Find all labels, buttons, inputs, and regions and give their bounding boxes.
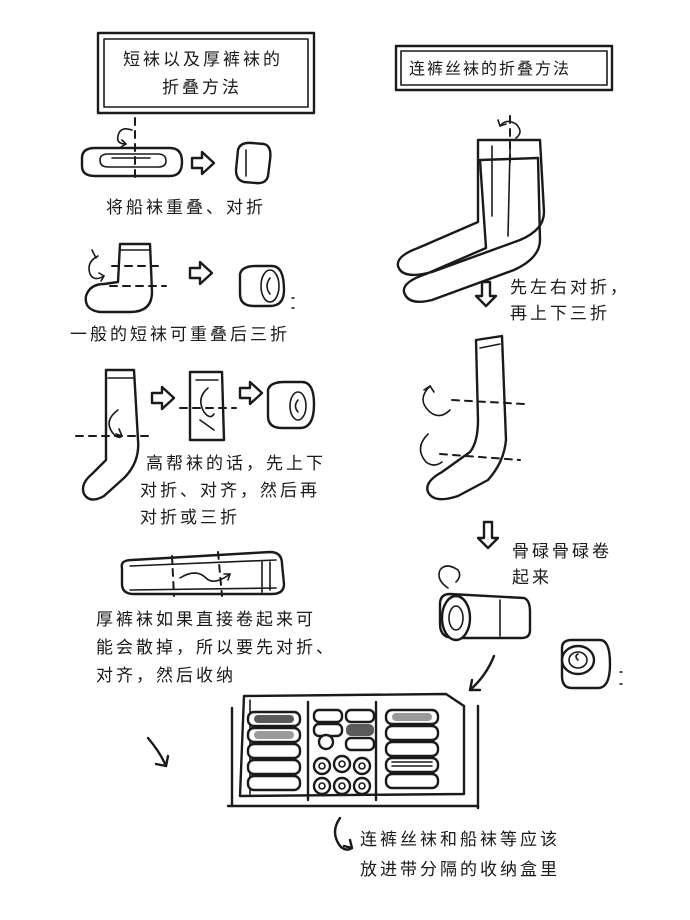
thick-tights-illustration bbox=[120, 550, 286, 597]
left-step4-line3: 对齐，然后收纳 bbox=[96, 666, 236, 686]
left-step3-line2: 对折、对齐，然后再 bbox=[140, 481, 320, 501]
caption-arrow bbox=[333, 816, 354, 851]
pantyhose-illustration bbox=[396, 115, 546, 308]
right-step2-line1: 骨碌骨碌卷 bbox=[512, 542, 612, 562]
left-step4-line2: 能会散掉，所以要先对折、 bbox=[96, 638, 336, 658]
storage-box bbox=[226, 692, 480, 810]
bottom-caption-line2: 放进带分隔的收纳盒里 bbox=[360, 860, 560, 880]
left-step4-line1: 厚裤袜如果直接卷起来可 bbox=[96, 610, 316, 630]
left-step1-text: 将船袜重叠、对折 bbox=[106, 198, 266, 218]
boat-sock-illustration bbox=[80, 117, 272, 185]
left-arrow bbox=[146, 736, 170, 768]
high-sock-illustration bbox=[75, 368, 316, 501]
left-title-line1: 短袜以及厚裤袜的 bbox=[123, 50, 283, 70]
left-step3-line1: 高帮袜的话，先上下 bbox=[146, 454, 326, 474]
right-title-box bbox=[394, 44, 614, 92]
left-step2-text: 一般的短袜可重叠后三折 bbox=[70, 325, 290, 345]
left-title-line2: 折叠方法 bbox=[162, 78, 242, 98]
right-title: 连裤丝袜的折叠方法 bbox=[409, 59, 572, 78]
right-step2-line2: 起来 bbox=[512, 568, 552, 588]
folded-leg-illustration bbox=[419, 334, 525, 550]
rolling-illustration bbox=[438, 565, 623, 692]
left-step3-line3: 对折或三折 bbox=[140, 508, 240, 528]
right-step1-line2: 再上下三折 bbox=[510, 304, 610, 324]
left-title-box bbox=[96, 31, 316, 115]
bottom-caption-line1: 连裤丝袜和船袜等应该 bbox=[360, 830, 560, 850]
short-sock-illustration bbox=[84, 242, 295, 314]
right-step1-line1: 先左右对折， bbox=[510, 278, 630, 298]
